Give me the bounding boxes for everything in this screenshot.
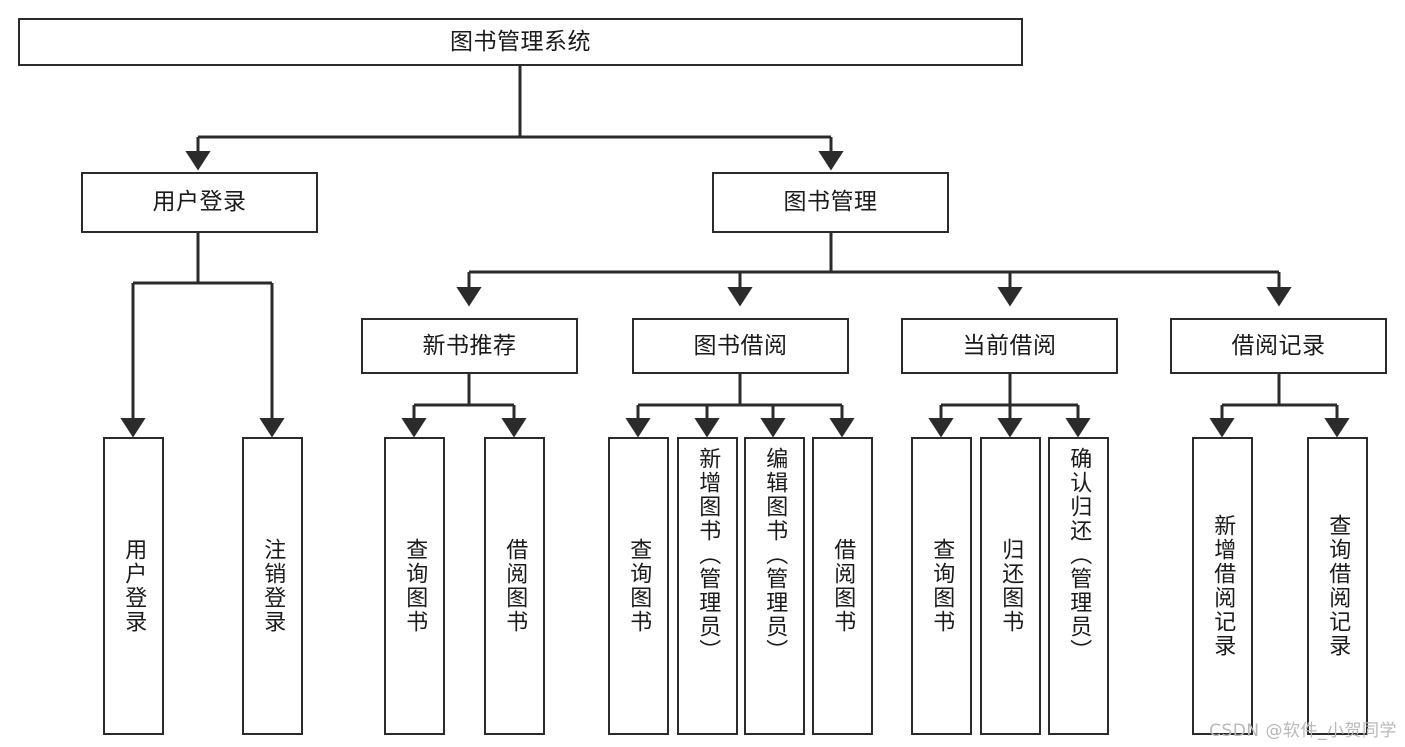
node-label: 归还图书	[998, 538, 1024, 634]
node-label: 图书管理系统	[450, 28, 591, 55]
node-label: 查询图书	[626, 538, 652, 634]
node-label: 借阅图书	[830, 538, 856, 634]
leaf-edit-book[interactable]: 编辑图书（管理员）	[744, 437, 805, 735]
leaf-add-book[interactable]: 新增图书（管理员）	[677, 437, 738, 735]
node-label: 借阅记录	[1231, 332, 1326, 359]
node-label: 当前借阅	[962, 332, 1057, 359]
csdn-watermark: CSDN @软件_小贺同学	[1209, 721, 1397, 741]
node-current-borrow[interactable]: 当前借阅	[901, 318, 1118, 374]
leaf-return-book[interactable]: 归还图书	[980, 437, 1041, 735]
node-label: 确认归还（管理员）	[1066, 447, 1092, 663]
node-label: 查询图书	[402, 538, 428, 634]
node-label: 注销登录	[260, 538, 286, 634]
node-label: 用户登录	[121, 538, 147, 634]
node-user-login[interactable]: 用户登录	[81, 172, 318, 233]
leaf-borrow-book-2[interactable]: 借阅图书	[812, 437, 873, 735]
node-borrow-record[interactable]: 借阅记录	[1170, 318, 1387, 374]
leaf-borrow-book-1[interactable]: 借阅图书	[484, 437, 545, 735]
node-label: 新增图书（管理员）	[695, 447, 721, 663]
node-label: 借阅图书	[502, 538, 528, 634]
node-label: 查询借阅记录	[1325, 514, 1351, 658]
node-label: 新书推荐	[422, 332, 517, 359]
node-label: 图书借阅	[693, 332, 788, 359]
leaf-query-book-3[interactable]: 查询图书	[911, 437, 972, 735]
node-label: 编辑图书（管理员）	[762, 447, 788, 663]
leaf-user-logout[interactable]: 注销登录	[242, 437, 303, 735]
node-label: 图书管理	[783, 189, 878, 215]
node-root-system[interactable]: 图书管理系统	[18, 18, 1023, 66]
leaf-confirm-return[interactable]: 确认归还（管理员）	[1048, 437, 1109, 735]
leaf-user-login[interactable]: 用户登录	[103, 437, 164, 735]
node-label: 查询图书	[929, 538, 955, 634]
node-label: 用户登录	[152, 189, 247, 215]
node-book-management[interactable]: 图书管理	[712, 172, 949, 233]
node-book-borrow[interactable]: 图书借阅	[632, 318, 849, 374]
node-new-book-recommend[interactable]: 新书推荐	[361, 318, 578, 374]
leaf-query-record[interactable]: 查询借阅记录	[1307, 437, 1368, 735]
leaf-query-book-1[interactable]: 查询图书	[384, 437, 445, 735]
leaf-add-record[interactable]: 新增借阅记录	[1192, 437, 1253, 735]
leaf-query-book-2[interactable]: 查询图书	[608, 437, 669, 735]
node-label: 新增借阅记录	[1210, 514, 1236, 658]
